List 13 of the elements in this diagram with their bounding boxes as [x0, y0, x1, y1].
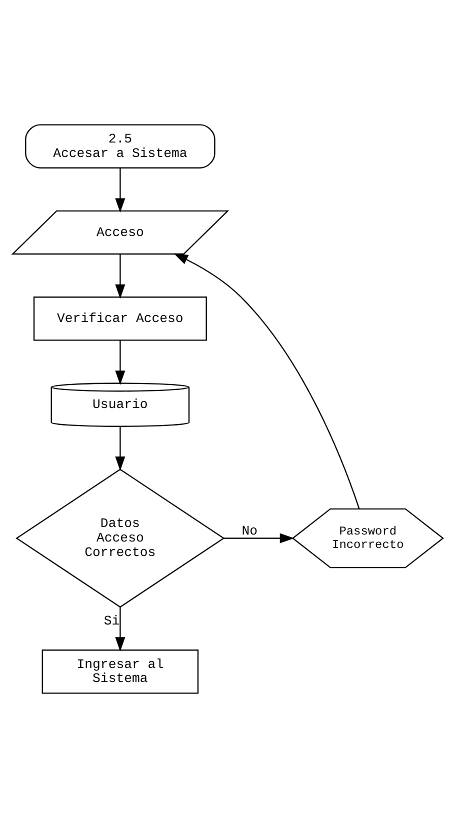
node-box: Verificar Acceso: [33, 296, 207, 340]
edge-label: Si: [104, 613, 120, 628]
arrow: [174, 252, 360, 509]
arrow: [115, 168, 126, 212]
edge-label: No: [242, 522, 258, 538]
arrow: [115, 426, 126, 470]
node-diamond: Datos Acceso Correctos: [16, 468, 225, 608]
arrow: [115, 606, 126, 652]
arrow: [224, 532, 294, 543]
node-box: Ingresar al Sistema: [42, 649, 199, 694]
arrow: [115, 254, 126, 298]
arrow: [115, 340, 126, 384]
node-box: 2.5 Accesar a Sistema: [25, 124, 216, 168]
